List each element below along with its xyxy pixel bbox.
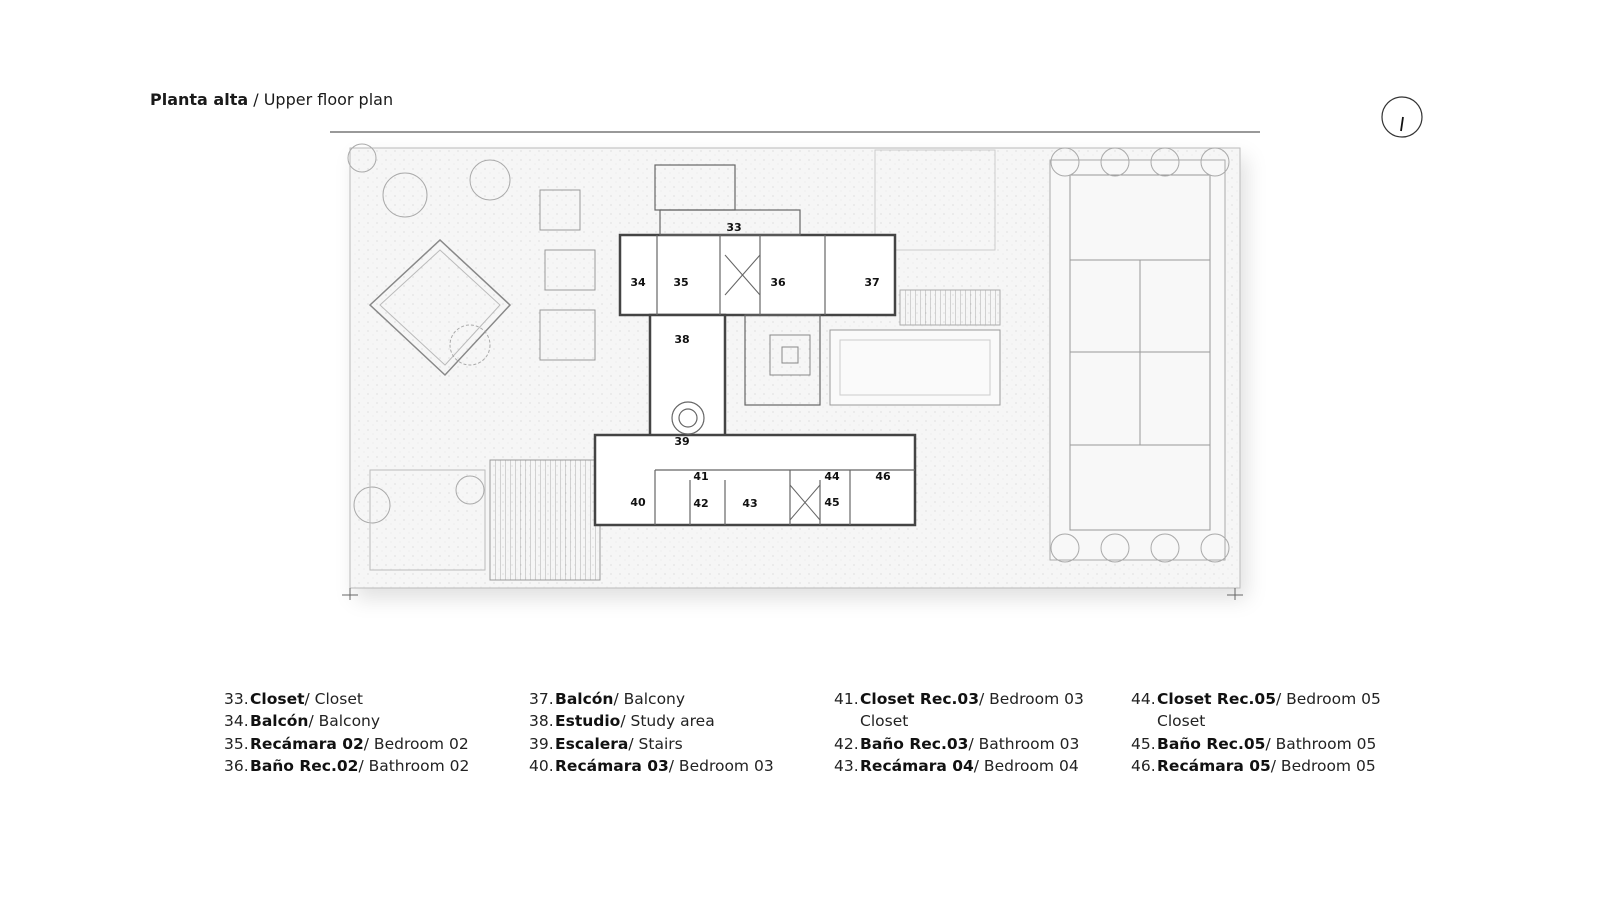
legend-item: 46.Recámara 05 / Bedroom 05 bbox=[1131, 755, 1381, 777]
room-label: 36 bbox=[770, 276, 786, 289]
north-arrow-icon bbox=[1381, 96, 1423, 138]
legend-number: 43. bbox=[834, 756, 859, 775]
legend-translation: / Balcony bbox=[613, 690, 686, 708]
legend-item: 36.Baño Rec.02 / Bathroom 02 bbox=[224, 755, 469, 777]
legend-number: 36. bbox=[224, 756, 249, 775]
legend-number: 40. bbox=[529, 756, 554, 775]
room-label: 37 bbox=[864, 276, 879, 289]
legend-name: Recámara 02 bbox=[250, 734, 364, 753]
legend-name: Balcón bbox=[555, 690, 614, 708]
legend-name: Estudio bbox=[555, 712, 621, 731]
legend-name: Closet Rec.05 bbox=[1157, 690, 1276, 708]
legend-continuation: Closet bbox=[860, 712, 909, 731]
legend-name: Escalera bbox=[555, 734, 629, 753]
room-label: 33 bbox=[726, 221, 741, 234]
legend-name: Closet bbox=[250, 690, 305, 708]
room-label: 44 bbox=[824, 470, 840, 483]
legend-number: 42. bbox=[834, 734, 859, 753]
legend-number: 35. bbox=[224, 734, 249, 753]
legend-item: 41.Closet Rec.03 / Bedroom 03 bbox=[834, 688, 1084, 710]
legend-item: 42. Baño Rec.03 / Bathroom 03 bbox=[834, 733, 1084, 755]
legend-item: 39.Escalera / Stairs bbox=[529, 733, 774, 755]
legend-column-4: 44.Closet Rec.05 / Bedroom 05 Closet 45.… bbox=[1131, 688, 1381, 777]
legend-translation: / Bedroom 04 bbox=[973, 756, 1079, 775]
legend-translation: / Bathroom 05 bbox=[1265, 734, 1377, 753]
legend-item: 33.Closet / Closet bbox=[224, 688, 469, 710]
legend-number: 33. bbox=[224, 690, 249, 708]
legend-translation: / Closet bbox=[304, 690, 363, 708]
legend-item: 38.Estudio / Study area bbox=[529, 710, 774, 732]
legend-name: Balcón bbox=[250, 712, 309, 731]
legend-continuation: Closet bbox=[1157, 712, 1206, 731]
legend-translation: / Bedroom 02 bbox=[363, 734, 469, 753]
legend-number: 38. bbox=[529, 712, 554, 731]
legend-item: 40.Recámara 03 / Bedroom 03 bbox=[529, 755, 774, 777]
legend-translation: / Study area bbox=[620, 712, 715, 731]
legend-number: 37. bbox=[529, 690, 554, 708]
legend-translation: / Bathroom 02 bbox=[358, 756, 470, 775]
page-title: Planta alta / Upper floor plan bbox=[150, 90, 393, 109]
legend-item: 37.Balcón / Balcony bbox=[529, 688, 774, 710]
legend-number: 34. bbox=[224, 712, 249, 731]
legend-column-1: 33.Closet / Closet 34.Balcón / Balcony 3… bbox=[224, 688, 469, 777]
legend-number: 45. bbox=[1131, 734, 1156, 753]
room-label: 39 bbox=[674, 435, 689, 448]
legend-item: 34.Balcón / Balcony bbox=[224, 710, 469, 732]
room-label: 46 bbox=[875, 470, 891, 483]
legend-translation: / Bedroom 05 bbox=[1270, 756, 1376, 775]
legend-number: 46. bbox=[1131, 756, 1156, 775]
legend-translation: / Stairs bbox=[628, 734, 683, 753]
legend-number: 44. bbox=[1131, 690, 1156, 708]
legend-name: Baño Rec.05 bbox=[1157, 734, 1266, 753]
floor-plan: 33 34 35 36 37 38 39 40 41 42 43 44 45 4… bbox=[330, 131, 1260, 600]
room-label: 45 bbox=[824, 496, 839, 509]
legend-number: 41. bbox=[834, 690, 859, 708]
room-label: 35 bbox=[673, 276, 688, 289]
room-label: 40 bbox=[630, 496, 646, 509]
title-bold: Planta alta bbox=[150, 90, 249, 109]
room-labels: 33 34 35 36 37 38 39 40 41 42 43 44 45 4… bbox=[630, 221, 891, 510]
legend-translation: / Balcony bbox=[308, 712, 381, 731]
legend-name: Recámara 03 bbox=[555, 756, 669, 775]
legend-name: Recámara 05 bbox=[1157, 756, 1271, 775]
legend-number: 39. bbox=[529, 734, 554, 753]
legend-translation: / Bathroom 03 bbox=[968, 734, 1080, 753]
legend-column-3: 41.Closet Rec.03 / Bedroom 03 Closet 42.… bbox=[834, 688, 1084, 777]
legend-item: 45. Baño Rec.05 / Bathroom 05 bbox=[1131, 733, 1381, 755]
legend-column-2: 37.Balcón / Balcony 38.Estudio / Study a… bbox=[529, 688, 774, 777]
legend-translation: / Bedroom 03 bbox=[978, 690, 1084, 708]
legend-name: Recámara 04 bbox=[860, 756, 974, 775]
legend-translation: / Bedroom 03 bbox=[668, 756, 774, 775]
legend-translation: / Bedroom 05 bbox=[1275, 690, 1381, 708]
legend-name: Closet Rec.03 bbox=[860, 690, 979, 708]
legend-name: Baño Rec.02 bbox=[250, 756, 359, 775]
legend-name: Baño Rec.03 bbox=[860, 734, 969, 753]
legend-item: 44.Closet Rec.05 / Bedroom 05 bbox=[1131, 688, 1381, 710]
legend-item: 35.Recámara 02 / Bedroom 02 bbox=[224, 733, 469, 755]
room-label: 38 bbox=[674, 333, 689, 346]
room-label: 34 bbox=[630, 276, 646, 289]
room-label: 41 bbox=[693, 470, 708, 483]
title-rest: / Upper floor plan bbox=[248, 90, 394, 109]
legend-item: 43.Recámara 04 / Bedroom 04 bbox=[834, 755, 1084, 777]
room-label: 43 bbox=[742, 497, 757, 510]
room-label: 42 bbox=[693, 497, 708, 510]
